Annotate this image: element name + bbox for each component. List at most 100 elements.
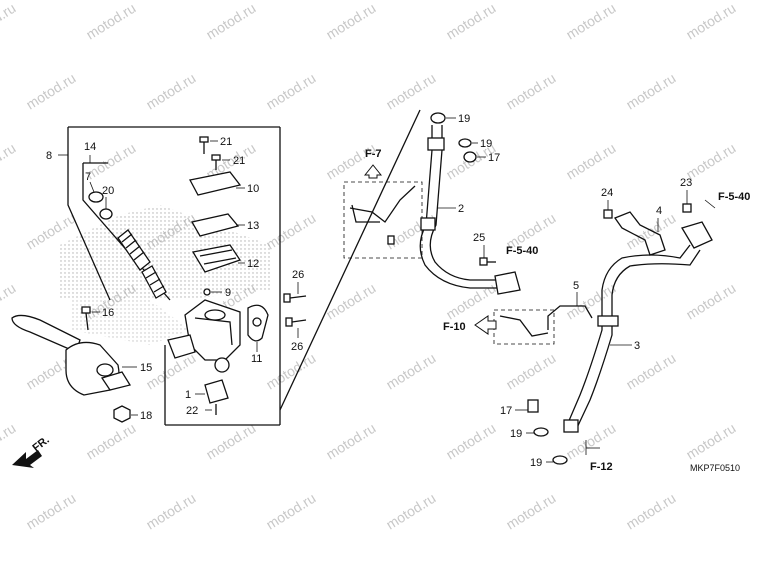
callout-4: 4 [656, 205, 662, 217]
callout-5: 5 [573, 280, 579, 292]
washer-19-upper-b [458, 138, 472, 148]
ref-f10: F-10 [443, 321, 466, 333]
watermark-text: motod.ru [143, 70, 198, 113]
callout-11: 11 [251, 353, 262, 365]
watermark-text: motod.ru [203, 0, 258, 43]
watermark-text: motod.ru [683, 0, 738, 43]
watermark-text: motod.ru [563, 0, 618, 43]
callout-21a: 21 [220, 136, 232, 148]
lead-7 [89, 181, 95, 193]
callout-24: 24 [601, 187, 613, 199]
stipple-area [60, 205, 270, 300]
holder [247, 304, 269, 342]
callout-13: 13 [247, 220, 259, 232]
watermark-text: motod.ru [263, 490, 318, 533]
watermark-text: motod.ru [263, 210, 318, 253]
screw-21-bottom [211, 154, 221, 170]
callout-10: 10 [247, 183, 259, 195]
watermark-text: motod.ru [503, 350, 558, 393]
watermark-text: motod.ru [143, 490, 198, 533]
watermark-text: motod.ru [503, 490, 558, 533]
f7-arrow-icon [363, 164, 383, 179]
master-cylinder-body [167, 299, 241, 373]
watermark-text: motod.ru [83, 420, 138, 463]
bolt-25 [479, 257, 496, 266]
callout-3: 3 [634, 340, 640, 352]
diaphragm-ribs [199, 249, 237, 265]
f7-clamp [349, 185, 416, 223]
front-label: FR. [30, 434, 51, 454]
f10-detail-box [493, 309, 555, 345]
callout-19c: 19 [510, 428, 522, 440]
callout-9: 9 [225, 287, 231, 299]
bolt-26-top [283, 293, 307, 303]
bracket-4 [613, 211, 666, 256]
nut-18 [113, 405, 131, 423]
watermark-text: motod.ru [443, 0, 498, 43]
callout-8: 8 [46, 150, 52, 162]
screw-21-top [199, 136, 209, 154]
brake-lever [11, 314, 132, 396]
watermark-text: motod.ru [323, 0, 378, 43]
callout-18: 18 [140, 410, 152, 422]
callout-22: 22 [186, 405, 198, 417]
circlip [88, 191, 104, 203]
watermark-text: motod.ru [623, 70, 678, 113]
watermark-text: motod.ru [683, 280, 738, 323]
watermark-text: motod.ru [563, 140, 618, 183]
bolt-24 [603, 209, 613, 219]
watermark-text: motod.ru [623, 210, 678, 253]
callout-2: 2 [458, 203, 464, 215]
watermark-text: motod.ru [23, 490, 78, 533]
callout-23: 23 [680, 177, 692, 189]
bolt-26-bottom [285, 317, 307, 327]
stipple-area-lower [70, 300, 190, 345]
watermark-text: motod.ru [383, 490, 438, 533]
callout-25: 25 [473, 232, 485, 244]
callout-17a: 17 [488, 152, 500, 164]
watermark-text: motod.ru [0, 140, 18, 183]
diaphragm [191, 244, 242, 273]
watermark-text: motod.ru [0, 0, 18, 43]
front-arrow-icon [12, 450, 42, 468]
brake-hose-upper [419, 112, 521, 295]
group-8-bracket [67, 127, 111, 301]
watermark-text: motod.ru [323, 420, 378, 463]
lead-f540b [704, 199, 716, 209]
watermark-text: motod.ru [383, 70, 438, 113]
reservoir-cap [189, 171, 242, 196]
watermark-text: motod.ru [623, 350, 678, 393]
callout-19a: 19 [458, 113, 470, 125]
callout-7: 7 [85, 171, 91, 183]
callout-17b: 17 [500, 405, 512, 417]
callout-26a: 26 [292, 269, 304, 281]
watermark-text: motod.ru [203, 420, 258, 463]
brake-switch [204, 379, 229, 415]
screw-9 [203, 288, 211, 296]
bolt-17-upper [463, 151, 477, 163]
callout-12: 12 [247, 258, 259, 270]
watermark-text: motod.ru [23, 70, 78, 113]
watermark-text: motod.ru [263, 70, 318, 113]
pivot-bolt [81, 306, 91, 331]
callout-1: 1 [185, 389, 191, 401]
ref-f12: F-12 [590, 461, 613, 473]
f7-bolt [387, 235, 395, 245]
piston-set [117, 229, 167, 299]
callout-14: 14 [84, 141, 96, 153]
watermark-text: motod.ru [83, 0, 138, 43]
washer-19-lower-b [552, 455, 568, 465]
callout-15: 15 [140, 362, 152, 374]
watermark-text: motod.ru [443, 280, 498, 323]
bolt-23 [682, 203, 692, 213]
callout-16: 16 [102, 307, 114, 319]
callout-21b: 21 [233, 155, 245, 167]
ref-f540-left: F-5-40 [506, 245, 538, 257]
watermark-text: motod.ru [503, 70, 558, 113]
f10-bolt-shaft [499, 315, 549, 337]
f10-arrow-icon [474, 315, 497, 335]
ref-f540-right: F-5-40 [718, 191, 750, 203]
plate [190, 213, 240, 237]
